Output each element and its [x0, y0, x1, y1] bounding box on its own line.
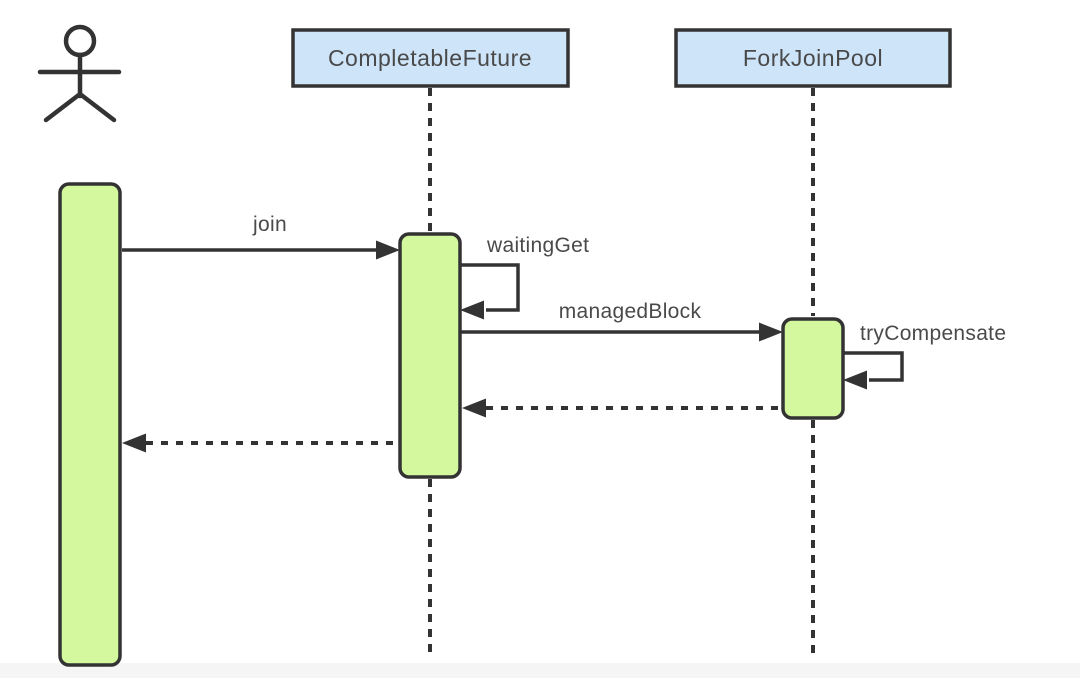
actor-left-leg	[43, 91, 83, 123]
actor-head	[63, 24, 97, 58]
self-loop-line	[843, 351, 904, 382]
message-label: join	[252, 213, 287, 236]
arrow-head-icon	[376, 240, 400, 260]
activation-bar-completablefuture	[398, 232, 462, 479]
participant-header-completablefuture: CompletableFuture	[291, 28, 570, 88]
arrow-head-icon	[460, 300, 484, 320]
arrow-head-icon	[122, 433, 146, 453]
arrow-head-icon	[462, 398, 486, 418]
actor-right-leg	[77, 91, 117, 123]
return-completablefuture-to-actor	[122, 433, 400, 453]
footer-strip	[0, 663, 1080, 678]
arrow-head-icon	[843, 370, 867, 390]
header-box	[674, 28, 952, 88]
participant-header-forkjoinpool: ForkJoinPool	[674, 28, 952, 88]
activation-bar-forkjoinpool	[781, 317, 845, 420]
participant-label: CompletableFuture	[328, 45, 532, 71]
message-label: managedBlock	[559, 300, 702, 323]
arrow-head-icon	[759, 322, 783, 342]
message-trycompensate: tryCompensate	[843, 322, 1006, 390]
header-box	[291, 28, 570, 88]
message-managedblock: managedBlock	[460, 300, 783, 342]
actor-icon	[37, 24, 122, 123]
return-forkjoinpool-to-completablefuture	[462, 398, 783, 418]
self-loop-line	[460, 263, 520, 312]
message-waitingget: waitingGet	[460, 234, 589, 320]
participant-label: ForkJoinPool	[743, 45, 883, 71]
message-label: waitingGet	[486, 234, 589, 257]
activation-bar-actor	[58, 182, 122, 667]
message-label: tryCompensate	[860, 322, 1006, 345]
message-join: join	[122, 213, 400, 260]
